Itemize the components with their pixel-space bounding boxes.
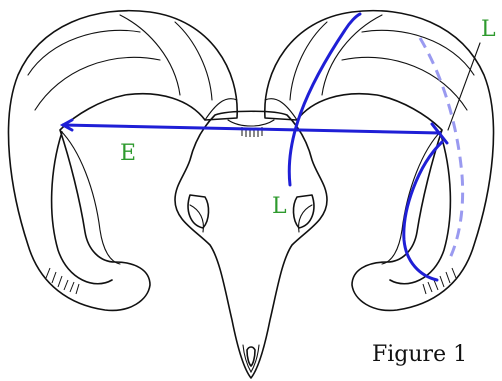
right-horn <box>264 9 495 312</box>
spread-line-e <box>61 123 442 135</box>
measurement-lines <box>59 12 481 282</box>
figure-caption: Figure 1 <box>372 342 467 367</box>
right-horn-ridges <box>422 267 457 295</box>
label-l-left-horn: L <box>272 194 287 219</box>
length-line-right-horn-solid <box>402 140 444 282</box>
length-line-right-horn-dashed <box>418 37 465 263</box>
skull <box>174 110 328 379</box>
label-leader-line <box>447 42 481 131</box>
left-horn-ridges <box>45 267 80 295</box>
spread-right-tick <box>430 122 449 145</box>
label-l-right-horn: L <box>481 17 496 42</box>
spread-left-arrowhead <box>59 118 74 132</box>
length-line-left-horn <box>287 12 362 187</box>
label-e: E <box>120 141 136 166</box>
